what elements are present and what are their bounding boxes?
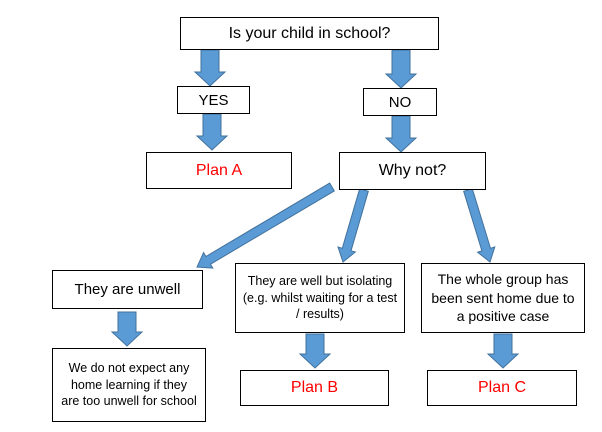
- plan-c-box: Plan C: [427, 370, 577, 406]
- no-learning-box: We do not expect any home learning if th…: [52, 348, 206, 422]
- no-learning-text: We do not expect any home learning if th…: [61, 360, 197, 409]
- question-text: Is your child in school?: [228, 24, 391, 42]
- group-home-text: The whole group has been sent home due t…: [431, 270, 575, 325]
- arrow-question-to-yes: [193, 49, 227, 87]
- unwell-text: They are unwell: [74, 281, 181, 298]
- arrow-question-to-no: [384, 49, 418, 89]
- arrow-why-not-to-unwell: [196, 182, 335, 269]
- plan-a-box: Plan A: [146, 152, 292, 189]
- arrow-no-to-why-not: [384, 115, 418, 153]
- group-home-box: The whole group has been sent home due t…: [421, 263, 585, 333]
- plan-a-text: Plan A: [195, 161, 243, 179]
- question-box: Is your child in school?: [180, 17, 439, 50]
- arrow-why-not-to-isolating: [337, 188, 369, 263]
- arrow-group-home-to-plan-c: [486, 333, 520, 369]
- isolating-text: They are well but isolating (e.g. whilst…: [242, 273, 398, 322]
- plan-b-box: Plan B: [240, 370, 389, 406]
- yes-text: YES: [198, 91, 229, 109]
- isolating-box: They are well but isolating (e.g. whilst…: [235, 263, 405, 333]
- yes-box: YES: [177, 86, 250, 114]
- why-not-box: Why not?: [339, 152, 486, 190]
- arrow-yes-to-plan-a: [195, 113, 229, 151]
- unwell-box: They are unwell: [52, 270, 203, 309]
- arrow-isolating-to-plan-b: [298, 333, 332, 369]
- arrow-unwell-to-no-learning: [110, 311, 144, 347]
- no-box: NO: [363, 88, 437, 116]
- plan-b-text: Plan B: [290, 379, 339, 396]
- arrow-why-not-to-group-home: [463, 188, 496, 263]
- no-text: NO: [388, 93, 412, 111]
- plan-c-text: Plan C: [477, 379, 527, 396]
- why-not-text: Why not?: [378, 162, 447, 179]
